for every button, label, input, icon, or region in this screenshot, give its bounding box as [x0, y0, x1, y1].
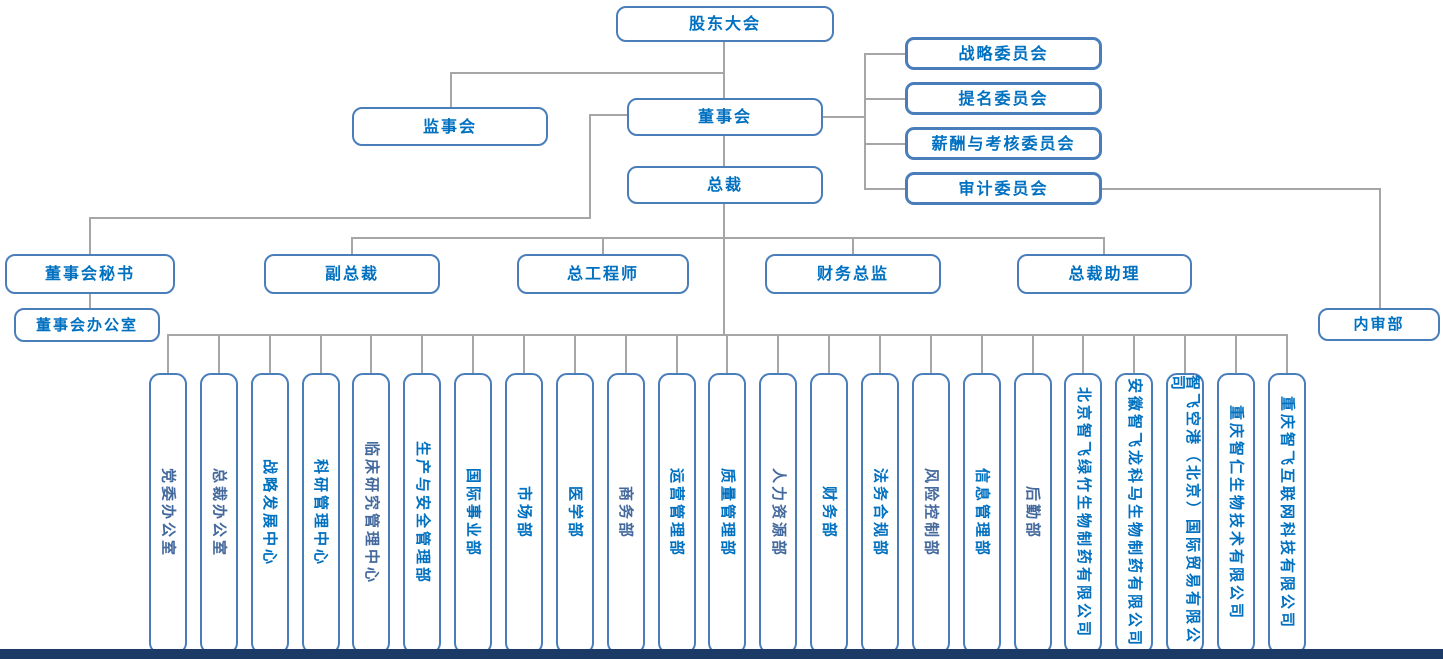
node-info-mgmt-dept: 信息管理部: [962, 373, 1001, 654]
connector-drop: [810, 334, 848, 373]
connector-drop: [1115, 334, 1153, 373]
connector-line: [723, 204, 725, 335]
connector-line: [864, 188, 905, 190]
department-row: 党委办公室 总裁办公室 战略发展中心 科研管理中心 临床研究管理中心 生产与安全…: [149, 373, 1306, 654]
connector-line: [852, 237, 854, 254]
connector-line: [723, 136, 725, 166]
connector-line: [602, 237, 604, 254]
node-research-mgmt-center: 科研管理中心: [301, 373, 340, 654]
connector-drop: [200, 334, 238, 373]
node-logistics-dept: 后勤部: [1013, 373, 1052, 654]
node-board-office: 董事会办公室: [14, 308, 160, 342]
connector-line: [864, 98, 905, 100]
node-marketing-dept: 市场部: [505, 373, 544, 654]
connector-line: [1379, 188, 1381, 308]
node-operations-mgmt-dept: 运营管理部: [657, 373, 696, 654]
node-board-of-directors: 董事会: [627, 98, 823, 136]
node-board-secretary: 董事会秘书: [5, 254, 175, 294]
connector-line: [450, 72, 452, 107]
node-supervisory-board: 监事会: [352, 107, 548, 146]
node-risk-control-dept: 风险控制部: [911, 373, 950, 654]
connector-drop: [454, 334, 492, 373]
node-medical-dept: 医学部: [555, 373, 594, 654]
connector-drop: [149, 334, 187, 373]
node-legal-compliance-dept: 法务合规部: [861, 373, 900, 654]
node-quality-mgmt-dept: 质量管理部: [708, 373, 747, 654]
node-hr-dept: 人力资源部: [759, 373, 798, 654]
connector-line: [864, 53, 866, 189]
footer-bar: [0, 649, 1443, 659]
node-shareholders-meeting: 股东大会: [616, 6, 834, 42]
connector-drop: [556, 334, 594, 373]
connector-drop: [251, 334, 289, 373]
connector-line: [1103, 237, 1105, 254]
connector-line: [589, 114, 591, 219]
connector-drop-row: [149, 334, 1306, 373]
connector-line: [89, 217, 91, 254]
node-vice-president: 副总裁: [264, 254, 440, 294]
node-subsidiary-konggang-trade: 智飞空港（北京）国际贸易有限公司: [1166, 373, 1205, 654]
node-finance-dept: 财务部: [810, 373, 849, 654]
node-nomination-committee: 提名委员会: [905, 82, 1102, 115]
node-commerce-dept: 商务部: [606, 373, 645, 654]
node-president-office: 总裁办公室: [199, 373, 238, 654]
connector-line: [723, 42, 725, 98]
node-president: 总裁: [627, 166, 823, 204]
connector-drop: [658, 334, 696, 373]
node-subsidiary-anhui-longcom: 安徽智飞龙科马生物制药有限公司: [1115, 373, 1154, 654]
connector-line: [89, 294, 91, 308]
node-president-assistant: 总裁助理: [1017, 254, 1192, 294]
connector-drop: [607, 334, 645, 373]
connector-drop: [861, 334, 899, 373]
connector-drop: [1166, 334, 1204, 373]
connector-line: [450, 72, 725, 74]
node-international-dept: 国际事业部: [454, 373, 493, 654]
node-party-committee-office: 党委办公室: [149, 373, 187, 654]
connector-drop: [1014, 334, 1052, 373]
node-subsidiary-chongqing-zhiren: 重庆智仁生物技术有限公司: [1217, 373, 1256, 654]
connector-drop: [1268, 334, 1306, 373]
connector-line: [351, 237, 353, 254]
connector-drop: [708, 334, 746, 373]
node-chief-engineer: 总工程师: [517, 254, 689, 294]
connector-line: [589, 114, 627, 116]
connector-line: [864, 143, 905, 145]
connector-drop: [759, 334, 797, 373]
connector-drop: [963, 334, 1001, 373]
node-internal-audit-dept: 内审部: [1318, 308, 1440, 341]
connector-drop: [1064, 334, 1102, 373]
node-subsidiary-chongqing-internet: 重庆智飞互联网科技有限公司: [1267, 373, 1306, 654]
node-strategy-dev-center: 战略发展中心: [250, 373, 289, 654]
node-strategy-committee: 战略委员会: [905, 37, 1102, 70]
node-subsidiary-beijing-luzhu: 北京智飞绿竹生物制药有限公司: [1064, 373, 1103, 654]
connector-line: [864, 53, 905, 55]
node-clinical-research-center: 临床研究管理中心: [352, 373, 391, 654]
connector-line: [89, 217, 591, 219]
connector-line: [1102, 188, 1380, 190]
node-cfo: 财务总监: [765, 254, 941, 294]
node-production-safety-dept: 生产与安全管理部: [403, 373, 442, 654]
connector-drop: [352, 334, 390, 373]
connector-drop: [1217, 334, 1255, 373]
node-remuneration-assessment-committee: 薪酬与考核委员会: [905, 127, 1102, 160]
connector-drop: [403, 334, 441, 373]
connector-drop: [302, 334, 340, 373]
connector-line: [823, 116, 865, 118]
connector-line: [351, 237, 1105, 239]
connector-drop: [912, 334, 950, 373]
node-audit-committee: 审计委员会: [905, 172, 1102, 205]
connector-drop: [505, 334, 543, 373]
